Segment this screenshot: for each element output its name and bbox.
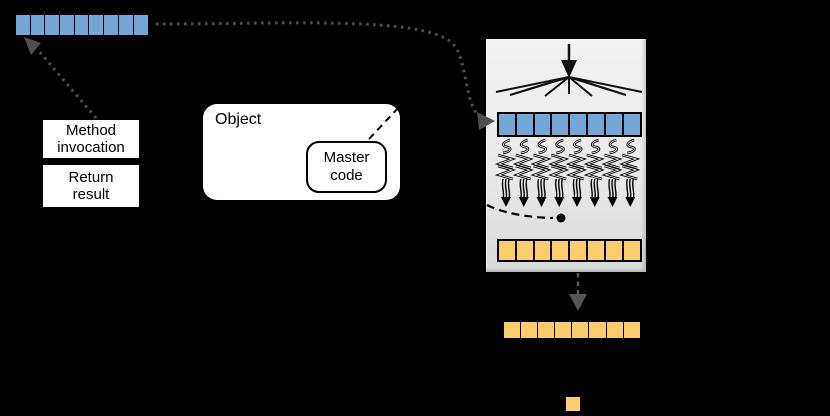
method-invocation-line1: Method: [65, 122, 117, 139]
return-result-label-box: Return result: [43, 165, 139, 207]
dashed-down-arrow: [569, 273, 587, 311]
object-label: Object: [215, 111, 262, 128]
return-result-line1: Return: [68, 169, 114, 186]
master-code-line2: code: [330, 167, 363, 184]
array-cell: [622, 321, 642, 339]
array-cell: [571, 321, 590, 339]
array-cell: [588, 321, 608, 339]
array-cell: [537, 321, 556, 339]
client-param-array: [15, 14, 149, 36]
method-invocation-line2: invocation: [57, 139, 125, 156]
master-code-line1: Master: [323, 149, 370, 166]
processing-panel: [486, 39, 646, 272]
panel-output-array: [497, 239, 642, 262]
array-cell: [503, 321, 522, 339]
return-result-line2: result: [72, 186, 110, 203]
array-cell: [605, 321, 625, 339]
single-result-cell: [565, 396, 581, 412]
array-cell: [621, 239, 642, 262]
method-invocation-label-box: Method invocation: [43, 120, 139, 158]
array-cell: [132, 14, 149, 36]
object-box: Object Master code: [203, 104, 400, 200]
panel-input-array: [497, 112, 642, 137]
array-cell: [565, 396, 581, 412]
array-cell: [621, 112, 642, 137]
dotted-arrow-to-array: [24, 37, 98, 119]
master-code-box: Master code: [306, 141, 387, 193]
array-cell: [520, 321, 539, 339]
array-cell: [554, 321, 573, 339]
gathered-result-array: [503, 321, 642, 339]
